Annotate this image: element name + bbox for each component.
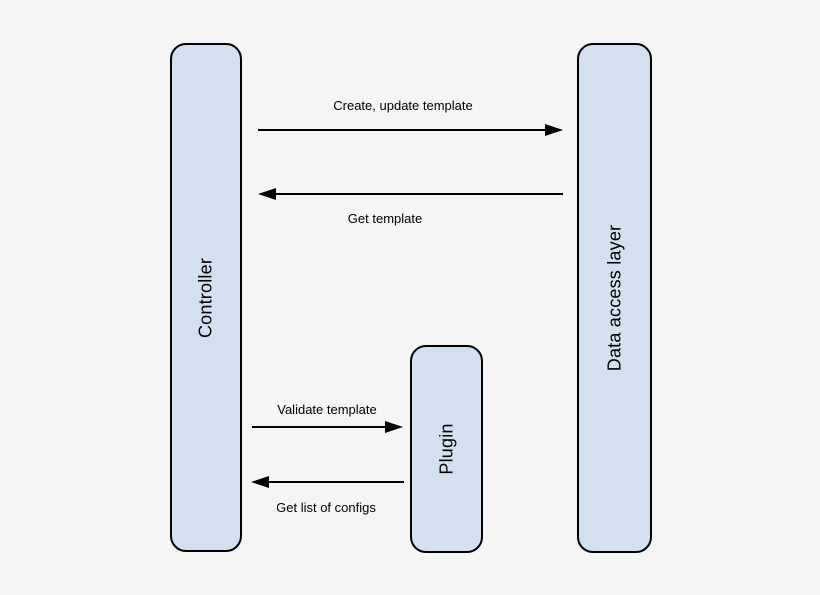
arrow-line xyxy=(258,129,549,131)
node-plugin: Plugin xyxy=(410,345,483,553)
node-data-access-layer: Data access layer xyxy=(577,43,652,553)
node-data-access-layer-label: Data access layer xyxy=(604,224,624,372)
arrow-create-update-template xyxy=(258,124,563,136)
arrow-validate-template xyxy=(252,421,403,433)
message-label-create-update-template: Create, update template xyxy=(333,98,473,113)
arrow-get-template xyxy=(258,188,563,200)
arrow-line xyxy=(272,193,563,195)
arrow-line xyxy=(265,481,404,483)
node-controller: Controller xyxy=(170,43,242,552)
arrowhead-right-icon xyxy=(545,124,563,136)
arrow-line xyxy=(252,426,389,428)
node-controller-label: Controller xyxy=(195,257,216,338)
arrowhead-left-icon xyxy=(258,188,276,200)
arrowhead-left-icon xyxy=(251,476,269,488)
message-label-get-template: Get template xyxy=(347,211,423,226)
message-label-get-list-of-configs: Get list of configs xyxy=(276,500,376,515)
arrowhead-right-icon xyxy=(385,421,403,433)
message-label-validate-template: Validate template xyxy=(277,402,377,417)
arrow-get-list-of-configs xyxy=(251,476,404,488)
node-plugin-label: Plugin xyxy=(436,423,456,475)
